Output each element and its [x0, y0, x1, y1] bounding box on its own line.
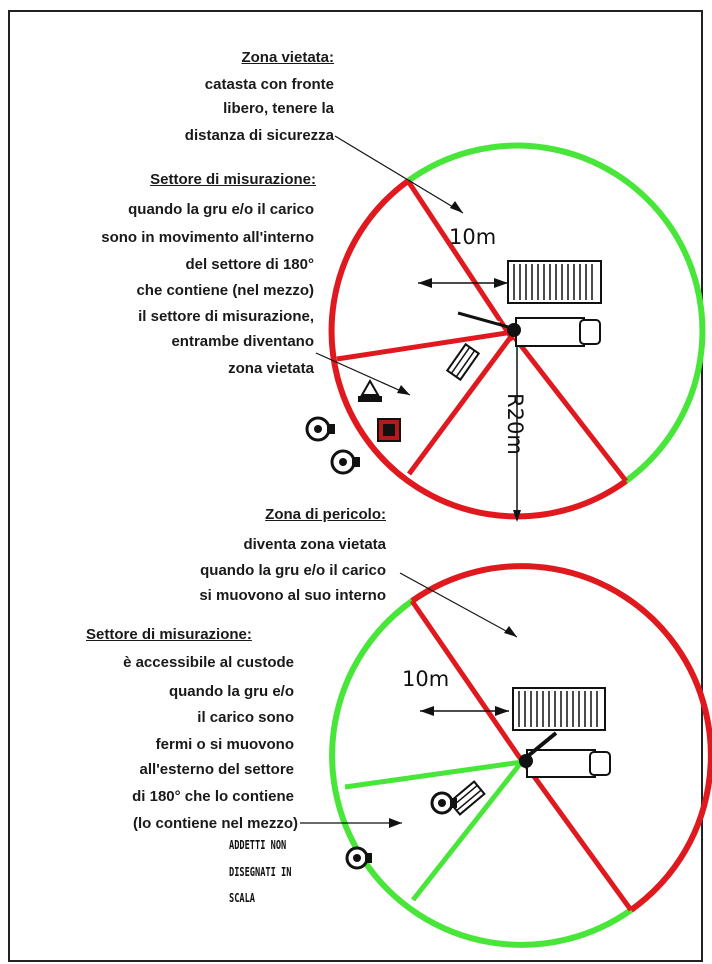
bottom-settore-line: di 180° che lo contiene [132, 788, 294, 805]
top-red-line-4 [513, 336, 628, 483]
bottom-green-arc [329, 598, 633, 948]
bottom-red-line-1 [409, 599, 525, 763]
top-zona-vietata-line: libero, tenere la [223, 100, 334, 117]
bottom-settore-line: all'esterno del settore [139, 761, 294, 778]
top-leader-zona-vietata-arrowhead [450, 201, 463, 213]
page-border [8, 10, 703, 962]
bottom-truck-crane [519, 731, 611, 778]
top-settore-line: il settore di misurazione, [138, 308, 314, 325]
bottom-green-line-1 [344, 759, 523, 790]
top-radius-arrowhead [513, 510, 521, 522]
bottom-leader-pericolo [399, 572, 518, 638]
bottom-pericolo-line: diventa zona vietata [243, 536, 386, 553]
top-worker-warning [358, 378, 382, 402]
bottom-distance-label: 10m [402, 667, 449, 691]
legend-note-line: DISEGNATI IN [229, 865, 292, 879]
legend-note-line: SCALA [229, 891, 256, 905]
top-red-line-1 [405, 179, 516, 342]
top-worker-person-1 [305, 416, 335, 442]
bottom-settore-line: (lo contiene nel mezzo) [132, 815, 298, 832]
top-worker-red [377, 418, 401, 442]
bottom-pericolo-line: si muovono al suo interno [199, 587, 386, 604]
top-settore-heading: Settore di misurazione: [150, 171, 316, 188]
bottom-settore-heading: Settore di misurazione: [86, 626, 252, 643]
top-distance-label: 10m [449, 225, 496, 249]
bottom-red-arc [410, 563, 712, 913]
top-red-line-3 [406, 336, 513, 476]
bottom-green-line-2 [411, 762, 522, 902]
bottom-distance-arrow-right [495, 706, 509, 716]
top-green-arc [406, 142, 706, 484]
top-red-arc [328, 178, 628, 520]
top-zona-vietata-line: distanza di sicurezza [184, 127, 334, 144]
bottom-timber-stack [512, 687, 606, 731]
legend-worker-icon [345, 846, 372, 870]
top-radius-label: R20m [503, 393, 527, 455]
top-distance-arrow-left [418, 278, 432, 288]
bottom-circle-diagram: 10m [300, 563, 712, 948]
top-settore-line: sono in movimento all'interno [101, 229, 314, 246]
top-leader-settore-arrowhead [397, 385, 410, 395]
top-settore-line: del settore di 180° [185, 256, 314, 273]
bottom-settore-line: il carico sono [197, 709, 294, 726]
top-circle-diagram: 10m R20m [305, 135, 706, 522]
top-settore-line: che contiene (nel mezzo) [136, 282, 314, 299]
top-settore-line: quando la gru e/o il carico [128, 201, 314, 218]
top-distance-arrow-right [494, 278, 508, 288]
bottom-settore-line: fermi o si muovono [155, 736, 294, 753]
top-settore-line: entrambe diventano [171, 333, 314, 350]
top-truck-crane [457, 311, 601, 347]
top-zona-vietata-heading: Zona vietata: [241, 49, 334, 66]
top-leader-zona-vietata [334, 135, 464, 214]
bottom-leader-settore-arrowhead [389, 818, 402, 828]
bottom-distance-arrow-left [420, 706, 434, 716]
top-settore-line: zona vietata [228, 360, 314, 377]
top-worker-person-2 [330, 449, 360, 475]
bottom-pericolo-heading: Zona di pericolo: [265, 506, 386, 523]
top-load [445, 342, 481, 382]
bottom-pericolo-line: quando la gru e/o il carico [200, 562, 386, 579]
top-zona-vietata-line: catasta con fronte [204, 76, 334, 93]
legend-note-line: ADDETTI NON [229, 838, 287, 852]
bottom-leader-pericolo-arrowhead [504, 626, 517, 637]
top-red-line-2 [336, 329, 514, 362]
bottom-settore-line: quando la gru e/o [168, 683, 294, 700]
top-leader-settore [315, 352, 411, 396]
bottom-settore-line: è accessibile al custode [123, 654, 294, 671]
bottom-worker-person-1 [430, 791, 457, 815]
bottom-red-line-2 [522, 762, 634, 912]
top-timber-stack [507, 260, 602, 304]
